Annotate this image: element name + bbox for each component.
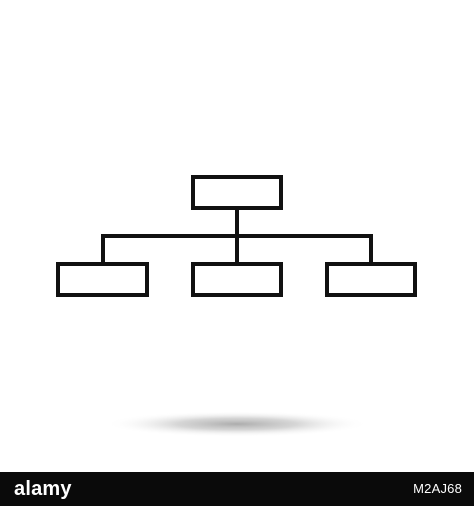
image-id: M2AJ68 bbox=[413, 481, 462, 496]
middle-box bbox=[191, 262, 283, 297]
watermark-bar: alamy M2AJ68 bbox=[0, 472, 474, 506]
drop-shadow bbox=[105, 411, 369, 437]
alamy-logo: alamy bbox=[14, 478, 72, 500]
org-chart-icon bbox=[56, 175, 417, 297]
top-box bbox=[191, 175, 283, 210]
right-box bbox=[325, 262, 417, 297]
left-box bbox=[56, 262, 149, 297]
